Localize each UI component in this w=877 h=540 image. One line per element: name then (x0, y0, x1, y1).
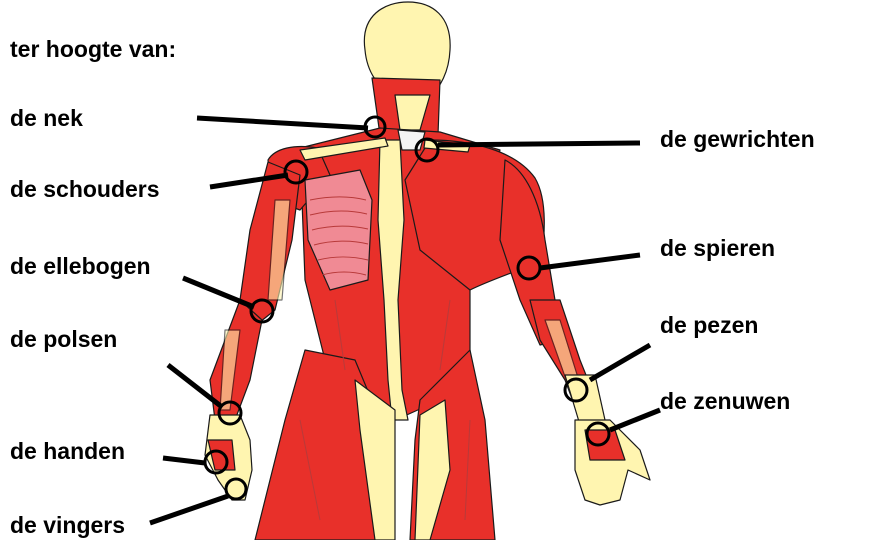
human-figure (205, 2, 650, 540)
label-gewrichten: de gewrichten (660, 128, 815, 151)
label-zenuwen: de zenuwen (660, 390, 790, 413)
label-polsen: de polsen (10, 328, 117, 351)
label-vingers: de vingers (10, 514, 125, 537)
label-schouders: de schouders (10, 178, 160, 201)
pointer-zenuwen (610, 410, 660, 430)
label-pezen: de pezen (660, 314, 758, 337)
label-spieren: de spieren (660, 237, 775, 260)
pointer-nek (197, 118, 368, 128)
pointer-gewrichten (438, 143, 640, 145)
pointer-pezen (590, 345, 650, 380)
label-handen: de handen (10, 440, 125, 463)
heading: ter hoogte van: (10, 38, 176, 61)
left-leg (255, 350, 380, 540)
pointer-handen (163, 458, 205, 463)
label-nek: de nek (10, 107, 83, 130)
pointer-vingers (150, 496, 228, 523)
label-ellebogen: de ellebogen (10, 255, 151, 278)
pointer-spieren (540, 255, 640, 268)
